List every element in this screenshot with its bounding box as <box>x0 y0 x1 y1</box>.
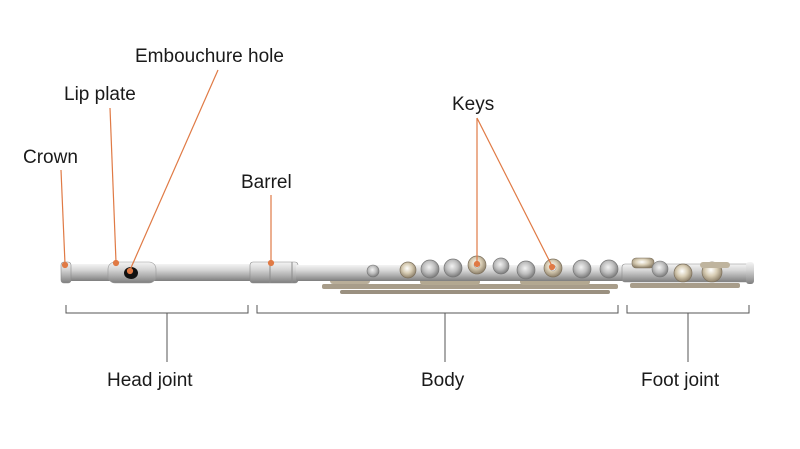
label-head-joint: Head joint <box>107 370 193 391</box>
embouchure-leader <box>129 69 219 271</box>
label-lip-plate: Lip plate <box>64 84 136 105</box>
label-body: Body <box>421 370 465 391</box>
leader-lines <box>60 69 556 275</box>
lip-plate-leader <box>109 107 117 263</box>
section-brackets <box>65 305 750 362</box>
label-barrel: Barrel <box>241 172 292 193</box>
crown-leader <box>60 169 66 265</box>
label-keys: Keys <box>452 94 495 115</box>
head-joint-tube <box>64 264 254 281</box>
body-bracket <box>256 305 619 314</box>
keys-leader-right <box>476 117 553 267</box>
foot-joint-bracket <box>626 305 750 314</box>
label-embouchure-hole: Embouchure hole <box>135 46 284 67</box>
body-keys <box>366 255 619 280</box>
label-crown: Crown <box>23 147 78 168</box>
foot-keys <box>631 257 730 283</box>
label-foot-joint: Foot joint <box>641 370 720 391</box>
barrel-shape <box>249 261 299 284</box>
head-joint-bracket <box>65 305 249 314</box>
